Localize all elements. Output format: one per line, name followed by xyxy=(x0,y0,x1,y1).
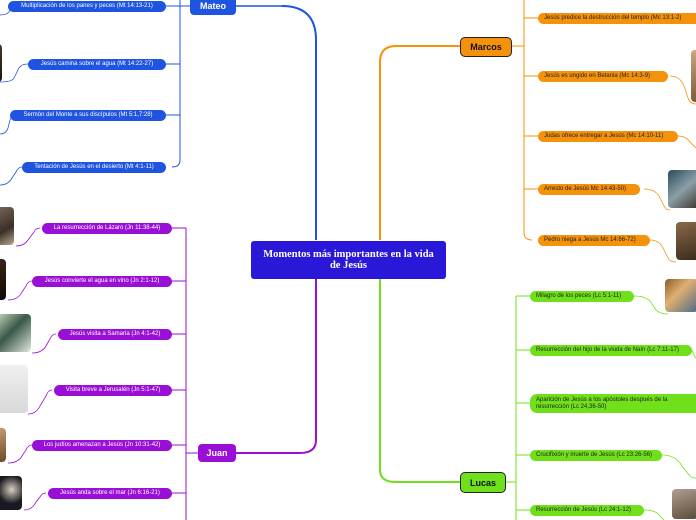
juan-item-jerusalen[interactable]: Visita breve a Jerusalén (Jn 5:1-47) xyxy=(54,385,172,396)
branch-juan[interactable]: Juan xyxy=(198,444,236,462)
marcos-item-ungido-betania[interactable]: Jesús es ungido en Betania (Mc 14:3-9) xyxy=(538,71,668,82)
mateo-item-tentacion[interactable]: Tentación de Jesús en el desierto (Mt 4:… xyxy=(22,162,166,173)
image-thumbnail xyxy=(691,50,696,102)
image-thumbnail xyxy=(0,207,14,245)
juan-item-samaria[interactable]: Jesús visita a Samaria (Jn 4:1-42) xyxy=(58,329,172,340)
juan-item-agua-vino[interactable]: Jesús convierte el agua en vino (Jn 2:1-… xyxy=(32,276,172,287)
lucas-item-aparicion[interactable]: Aparición de Jesús a los apóstoles despu… xyxy=(530,394,696,413)
branch-marcos-label: Marcos xyxy=(470,42,502,52)
juan-item-judios-amenazan[interactable]: Los judíos amenazan a Jesús (Jn 10:31-42… xyxy=(32,440,172,451)
mateo-item-sermon-monte[interactable]: Sermón del Monte a sus discípulos (Mt 5:… xyxy=(10,110,166,121)
central-topic-title: Momentos más importantes en la vida de J… xyxy=(263,249,434,271)
branch-mateo[interactable]: Mateo xyxy=(190,0,236,15)
branch-lucas[interactable]: Lucas xyxy=(460,472,506,493)
branch-lucas-label: Lucas xyxy=(469,477,496,488)
lucas-item-resurreccion[interactable]: Resurrección de Jesús (Lc 24:1-12) xyxy=(530,505,644,516)
image-thumbnail xyxy=(0,259,6,300)
image-thumbnail xyxy=(676,222,696,260)
lucas-item-crucifixion[interactable]: Crucifixión y muerte de Jesús (Lc 23:26-… xyxy=(530,450,662,461)
marcos-item-pedro-niega[interactable]: Pedro niega a Jesús Mc 14:66-72) xyxy=(538,235,650,246)
image-thumbnail xyxy=(672,489,696,519)
lucas-item-viuda-naim[interactable]: Resurrección del hijo de la viuda de Naí… xyxy=(530,345,692,356)
marcos-item-destruccion-templo[interactable]: Jesús predice la destrucción del templo … xyxy=(538,13,696,24)
branch-marcos[interactable]: Marcos xyxy=(460,37,512,57)
image-thumbnail xyxy=(668,170,696,208)
juan-item-lazaro[interactable]: La resurrección de Lázaro (Jn 11:38-44) xyxy=(42,223,172,234)
marcos-item-arresto[interactable]: Arresto de Jesús Mc 14:43-50) xyxy=(538,184,640,195)
image-thumbnail xyxy=(0,314,31,352)
central-topic[interactable]: Momentos más importantes en la vida de J… xyxy=(251,241,446,279)
image-thumbnail xyxy=(0,428,6,462)
marcos-item-judas[interactable]: Judas ofrece entregar a Jesús (Mc 14:10-… xyxy=(538,131,678,142)
mateo-item-camina-agua[interactable]: Jesús camina sobre el agua (Mt 14:22-27) xyxy=(28,59,166,70)
image-thumbnail xyxy=(665,279,696,312)
image-thumbnail xyxy=(0,365,28,413)
juan-item-anda-mar[interactable]: Jesús anda sobre el mar (Jn 6:16-21) xyxy=(48,488,172,499)
branch-juan-label: Juan xyxy=(206,448,228,458)
image-thumbnail xyxy=(0,44,2,82)
branch-mateo-label: Mateo xyxy=(199,1,226,11)
lucas-item-milagro-peces[interactable]: Milagro de los peces (Lc 5:1-11) xyxy=(530,291,634,302)
mateo-item-panes-peces[interactable]: Multiplicación de los panes y peces (Mt … xyxy=(8,1,166,12)
image-thumbnail xyxy=(0,476,22,510)
